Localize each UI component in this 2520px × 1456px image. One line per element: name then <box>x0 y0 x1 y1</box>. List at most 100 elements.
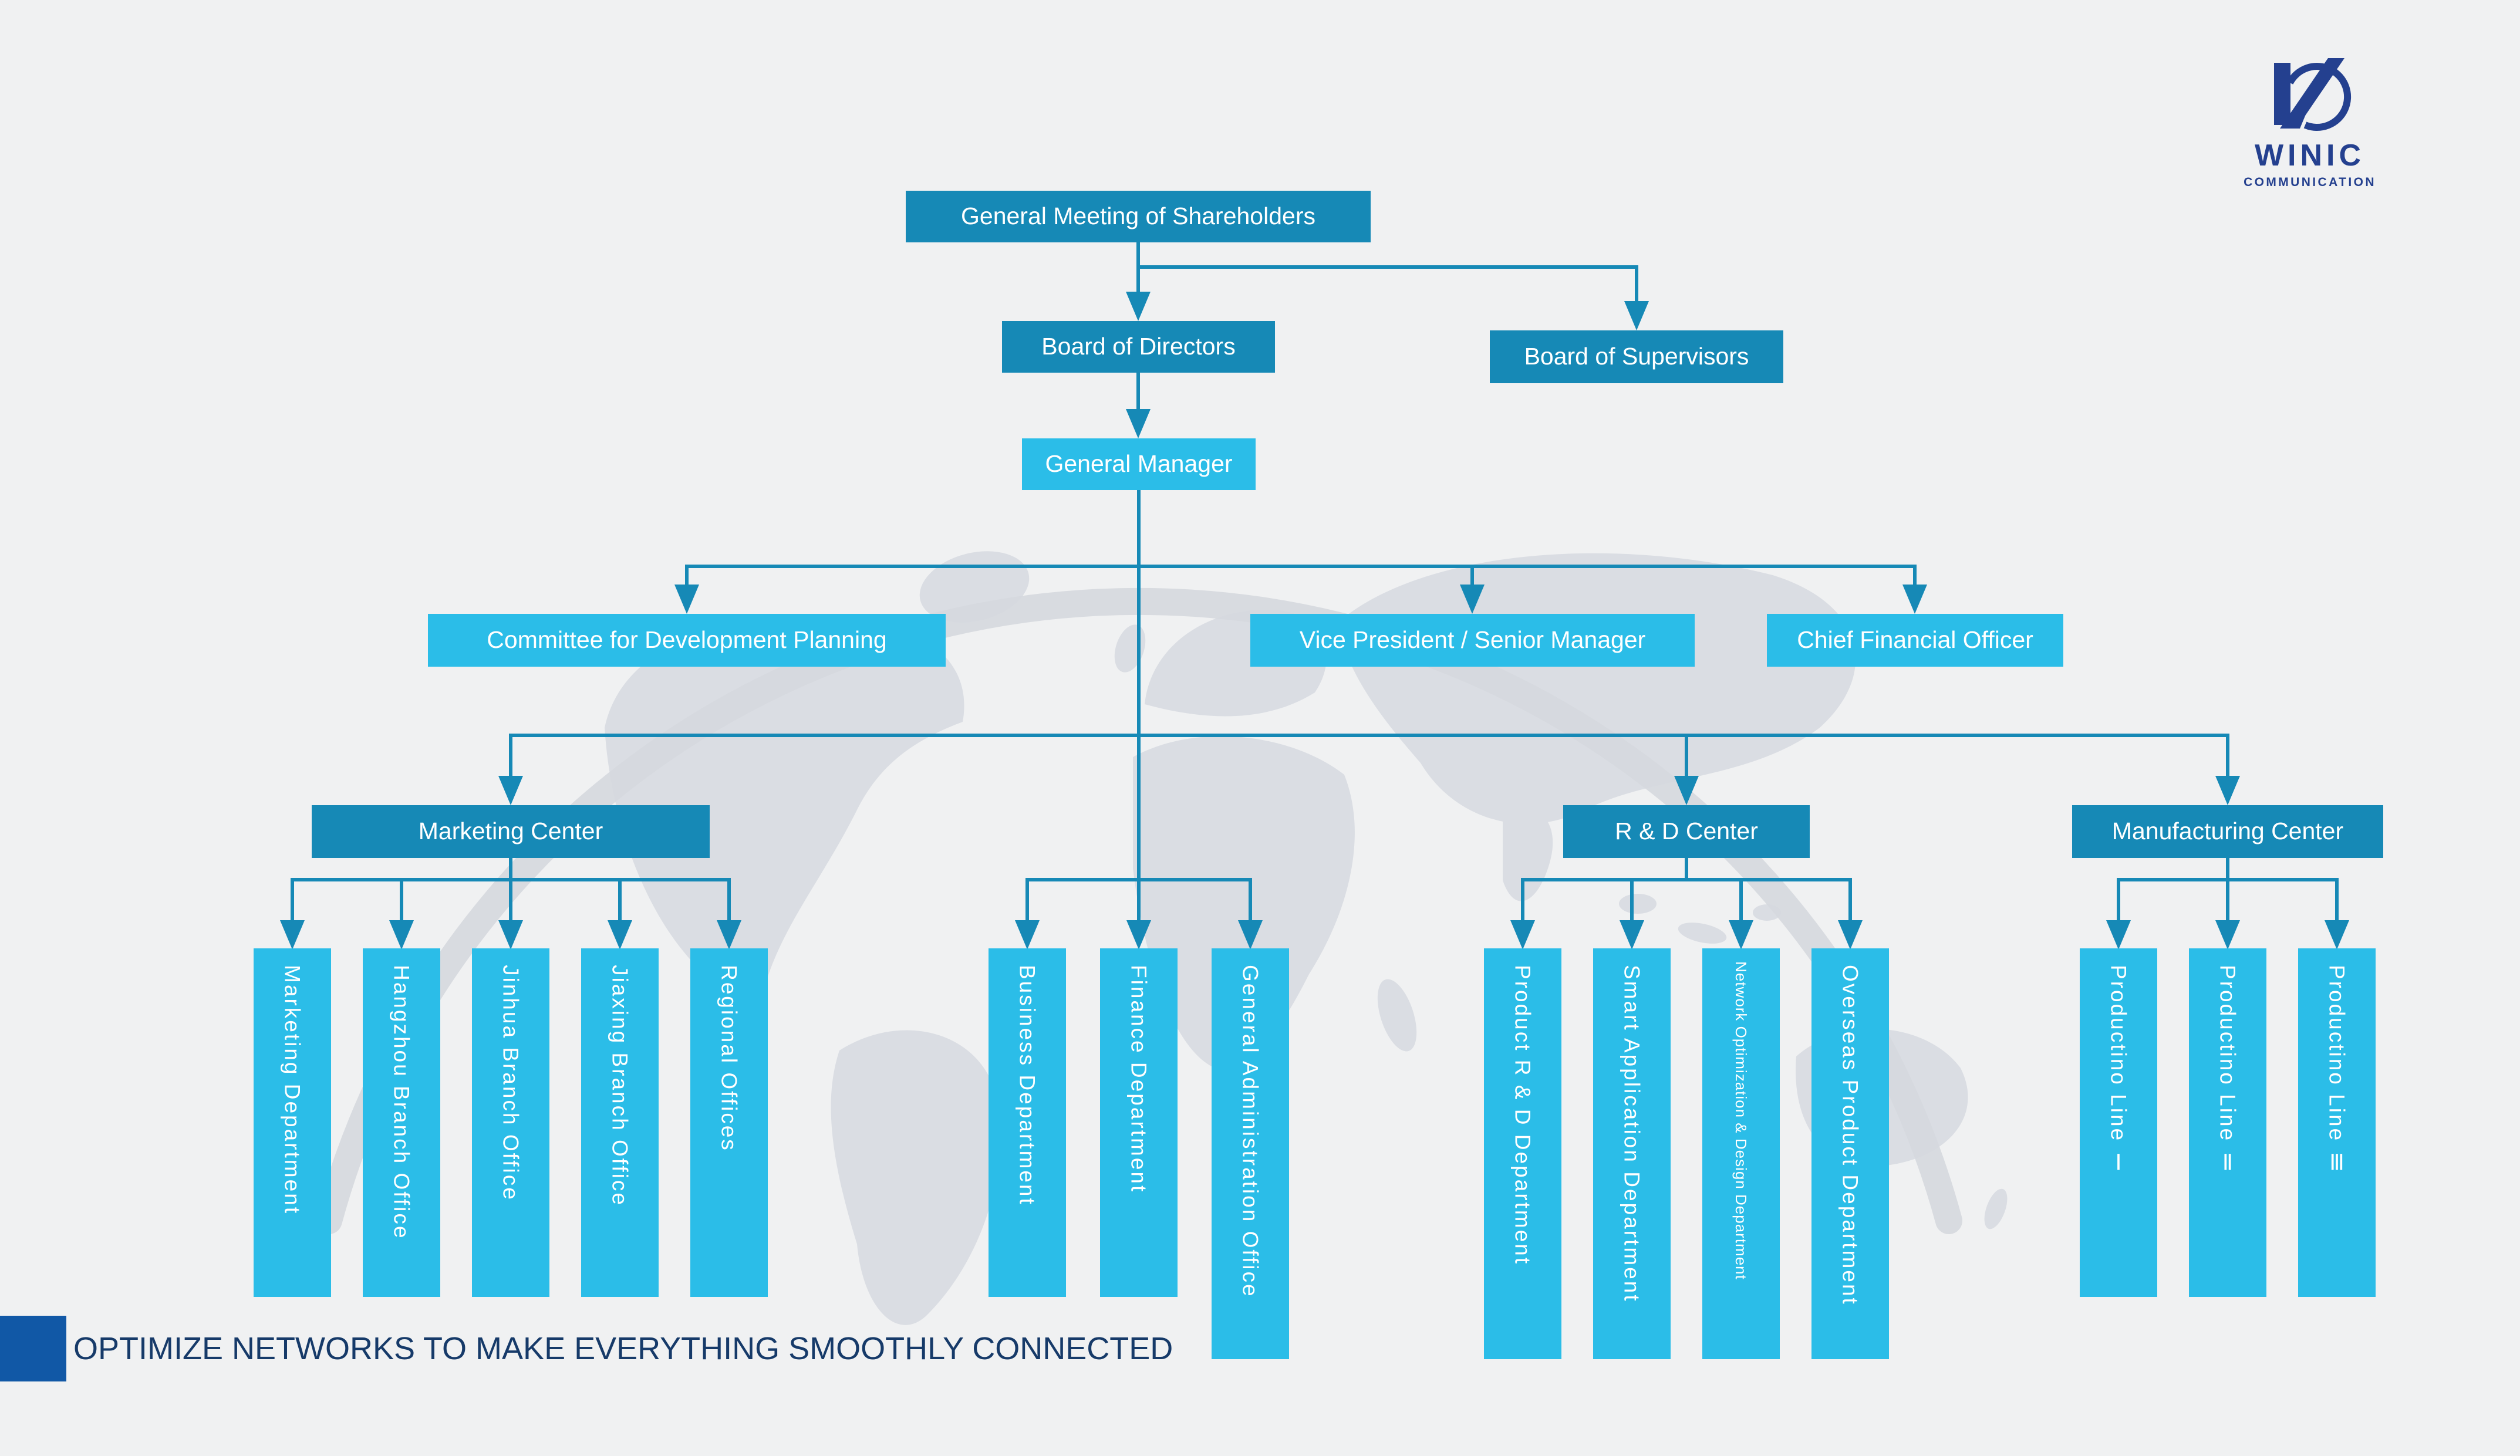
connector <box>1521 878 1524 921</box>
department-label: Jiaxing Branch Office <box>608 965 632 1207</box>
connector <box>1470 565 1474 588</box>
org-node-vice-president: Vice President / Senior Manager <box>1250 614 1695 667</box>
arrow-down-icon <box>1126 920 1151 950</box>
arrow-down-icon <box>1126 292 1151 321</box>
org-node-product-rd-department: Product R & D Department <box>1484 948 1561 1359</box>
arrow-down-icon <box>2106 920 2131 950</box>
arrow-down-icon <box>2325 920 2349 950</box>
org-node-production-line-1: Productino Line Ⅰ <box>2080 948 2157 1297</box>
org-node-general-administration-office: General Administration Office <box>1212 948 1289 1359</box>
org-node-smart-application-department: Smart Application Department <box>1593 948 1671 1359</box>
arrow-down-icon <box>2215 776 2240 805</box>
tagline-accent-square <box>0 1316 66 1381</box>
department-label: Marketing Department <box>280 965 305 1215</box>
arrow-down-icon <box>1838 920 1863 950</box>
org-node-committee: Committee for Development Planning <box>428 614 946 667</box>
department-label: General Administration Office <box>1238 965 1263 1298</box>
arrow-down-icon <box>717 920 741 950</box>
org-node-production-line-2: Productino Line Ⅱ <box>2189 948 2266 1297</box>
department-label: Finance Department <box>1126 965 1151 1194</box>
connector <box>1136 265 1638 269</box>
connector <box>1913 565 1917 588</box>
connector <box>1136 373 1140 411</box>
logo-mark-icon <box>2274 58 2352 131</box>
org-node-marketing-center: Marketing Center <box>312 805 710 858</box>
connector <box>685 565 1917 568</box>
department-label: Productino Line Ⅲ <box>2325 965 2349 1177</box>
connector <box>2226 734 2229 778</box>
org-node-shareholders: General Meeting of Shareholders <box>906 191 1371 242</box>
connector <box>1685 734 1688 778</box>
connector <box>1521 878 1852 881</box>
connector <box>509 734 512 778</box>
connector <box>618 878 622 921</box>
logo-wordmark: WINIC <box>2254 138 2366 173</box>
connector <box>685 565 689 588</box>
connector <box>1635 265 1638 305</box>
department-label: Overseas Product Department <box>1838 965 1863 1306</box>
connector <box>400 878 403 921</box>
logo-subtitle: COMMUNICATION <box>2244 175 2376 189</box>
org-node-board-of-directors: Board of Directors <box>1002 321 1275 373</box>
connector <box>1249 878 1252 921</box>
department-label: Hangzhou Branch Office <box>389 965 414 1240</box>
org-node-marketing-department: Marketing Department <box>254 948 331 1297</box>
arrow-down-icon <box>1460 585 1485 614</box>
connector <box>291 878 731 881</box>
org-node-manufacturing-center: Manufacturing Center <box>2072 805 2383 858</box>
org-node-network-optimization-design-department: Network Optimization & Design Department <box>1702 948 1780 1359</box>
arrow-down-icon <box>1238 920 1263 950</box>
org-node-hangzhou-branch-office: Hangzhou Branch Office <box>363 948 440 1297</box>
arrow-down-icon <box>498 920 523 950</box>
arrow-down-icon <box>280 920 305 950</box>
connector <box>1630 878 1634 921</box>
department-label: Productino Line Ⅰ <box>2106 965 2131 1177</box>
org-node-general-manager: General Manager <box>1022 438 1256 490</box>
org-node-business-department: Business Department <box>989 948 1066 1297</box>
company-logo: WINIC COMMUNICATION <box>2225 56 2395 190</box>
org-node-board-of-supervisors: Board of Supervisors <box>1490 330 1783 383</box>
department-label: Productino Line Ⅱ <box>2215 965 2240 1177</box>
department-label: Smart Application Department <box>1620 965 1644 1303</box>
connector <box>1739 878 1743 921</box>
connector <box>1685 858 1688 881</box>
arrow-down-icon <box>1729 920 1753 950</box>
org-node-cfo: Chief Financial Officer <box>1767 614 2063 667</box>
connector <box>1025 878 1252 881</box>
arrow-down-icon <box>1510 920 1535 950</box>
org-node-rd-center: R & D Center <box>1563 805 1810 858</box>
arrow-down-icon <box>674 585 699 614</box>
org-node-jinhua-branch-office: Jinhua Branch Office <box>472 948 549 1297</box>
connector <box>509 734 2229 737</box>
arrow-down-icon <box>1902 585 1927 614</box>
department-label: Network Optimization & Design Department <box>1732 961 1750 1280</box>
department-label: Jinhua Branch Office <box>498 965 523 1201</box>
org-node-overseas-product-department: Overseas Product Department <box>1811 948 1889 1359</box>
arrow-down-icon <box>1620 920 1644 950</box>
connector <box>2117 878 2120 921</box>
arrow-down-icon <box>1126 409 1151 438</box>
connector <box>2226 858 2229 921</box>
arrow-down-icon <box>2215 920 2240 950</box>
arrow-down-icon <box>498 776 523 805</box>
connector <box>291 878 294 921</box>
connector <box>1848 878 1852 921</box>
arrow-down-icon <box>1624 301 1649 330</box>
connector <box>1137 490 1141 921</box>
department-label: Product R & D Department <box>1510 965 1535 1266</box>
org-node-jiaxing-branch-office: Jiaxing Branch Office <box>581 948 659 1297</box>
arrow-down-icon <box>389 920 414 950</box>
connector <box>2117 878 2339 881</box>
tagline: OPTIMIZE NETWORKS TO MAKE EVERYTHING SMO… <box>73 1331 1173 1366</box>
connector <box>1025 878 1029 921</box>
org-node-regional-offices: Regional Offices <box>690 948 768 1297</box>
arrow-down-icon <box>1015 920 1040 950</box>
org-node-finance-department: Finance Department <box>1100 948 1178 1297</box>
connector <box>2335 878 2339 921</box>
connector <box>509 858 512 921</box>
arrow-down-icon <box>1674 776 1699 805</box>
department-label: Regional Offices <box>717 965 741 1152</box>
org-node-production-line-3: Productino Line Ⅲ <box>2298 948 2376 1297</box>
arrow-down-icon <box>608 920 632 950</box>
